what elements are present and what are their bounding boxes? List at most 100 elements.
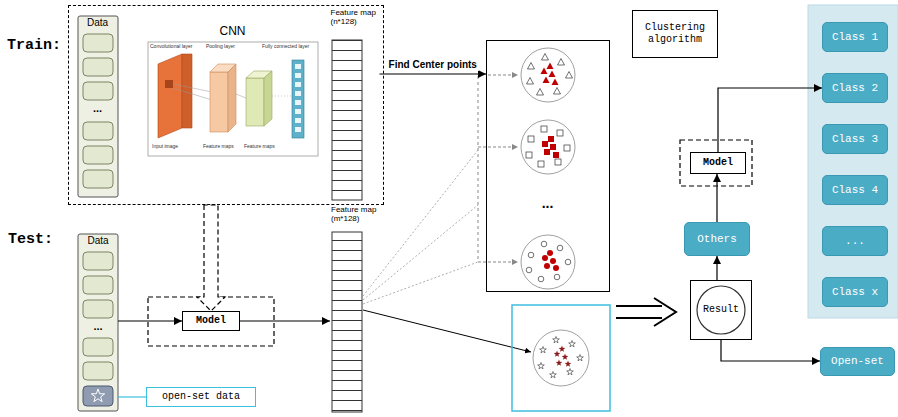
sample-point [554,274,560,280]
match-leader [363,205,478,300]
class-box: Class 4 [822,175,888,205]
center-point [547,63,554,70]
column-heading: Data [78,17,118,29]
others-box: Others [684,222,750,256]
sample-point [558,59,565,66]
box-label: Clustering algorithm [633,22,717,46]
model-frame [680,140,752,186]
column-heading: Data [78,235,118,247]
center-leader [478,262,518,263]
sample-point [553,337,560,343]
ellipsis: ... [487,195,608,211]
feature-map: Feature map (n*128) [330,6,380,202]
data-column-frame [78,234,118,411]
open-set-leader [363,310,531,352]
class-box: Class 1 [822,22,888,52]
sample-point [565,259,571,265]
center-point [548,136,554,142]
connector [716,174,717,222]
data-sample [83,34,113,52]
data-sample [83,58,113,76]
class-box: Class 2 [822,73,888,103]
connector [240,320,330,321]
stage-label: Test: [8,231,53,248]
box-label: Class 4 [832,184,878,197]
sample-point [566,72,573,79]
sample-point [527,78,534,85]
cnn-figure: CNN [148,22,318,156]
pooling-block [228,64,236,132]
data-sample [83,300,113,318]
cnn-link [236,94,246,98]
connector [718,88,822,152]
sample-point [528,136,534,142]
center-point [554,351,561,357]
center-point [542,255,548,261]
result-box: Result [690,280,752,340]
data-column: Data... [78,16,118,197]
box-label: ... [845,235,865,248]
center-leader [478,147,518,148]
sample-point [528,252,534,258]
train-stage-box: Train:Data...CNNFeature map (n*128) [68,5,384,205]
stage-label: Train: [7,37,65,54]
layer-caption: Feature maps [244,143,275,149]
sample-point [526,267,532,273]
cluster-circle [521,120,575,174]
box-label: Result [703,304,739,316]
cnn-link [173,84,212,92]
sample-point [557,130,563,136]
double-arrow [654,298,676,326]
center-point [547,250,553,256]
fc-unit [295,91,301,96]
cnn-frame [148,42,318,156]
center-point [550,144,556,150]
data-sample [83,170,113,188]
data-sample [83,82,113,100]
model-box: Model [182,311,240,331]
center-point [559,346,566,352]
fc-layer [292,60,304,138]
cluster-circle [533,330,589,386]
fc-unit [295,100,301,105]
sample-point [569,341,576,347]
center-point [552,79,559,86]
sample-point [538,161,544,167]
model-box: Model [690,152,746,174]
box-label: Class x [832,286,878,299]
sample-point [538,276,544,282]
fc-unit [295,73,301,78]
double-arrow [616,306,662,318]
box-label: Class 2 [832,82,878,95]
data-sample [83,122,113,140]
connector [721,340,820,361]
center-point [556,360,563,366]
class-box: Class x [822,277,888,307]
box-label: Others [697,233,737,246]
data-sample [83,276,113,294]
data-column: Data... [78,234,118,411]
sample-point [554,88,561,95]
layer-caption: Pooling layer [206,43,235,49]
center-point [549,71,556,78]
sample-point [541,241,547,247]
cnn-link [173,88,212,100]
layer-caption: Fully connected layer [262,43,309,49]
data-sample [83,252,113,270]
box-label: open-set data [162,391,240,403]
sample-point [557,245,563,251]
center-point [553,265,559,271]
fc-unit [295,118,301,123]
open-set-box: Open-set [820,347,895,376]
layer-caption: Input image [152,143,178,149]
conv-layer-block [158,54,182,138]
ellipsis: ... [78,320,118,332]
center-leader [478,76,479,262]
class-panel [808,5,898,318]
data-column-frame [78,16,118,197]
sample-point [526,152,532,158]
data-sample [83,146,113,164]
ellipsis: ... [78,102,118,114]
hollow-arrow [197,205,225,311]
center-point [541,68,548,75]
